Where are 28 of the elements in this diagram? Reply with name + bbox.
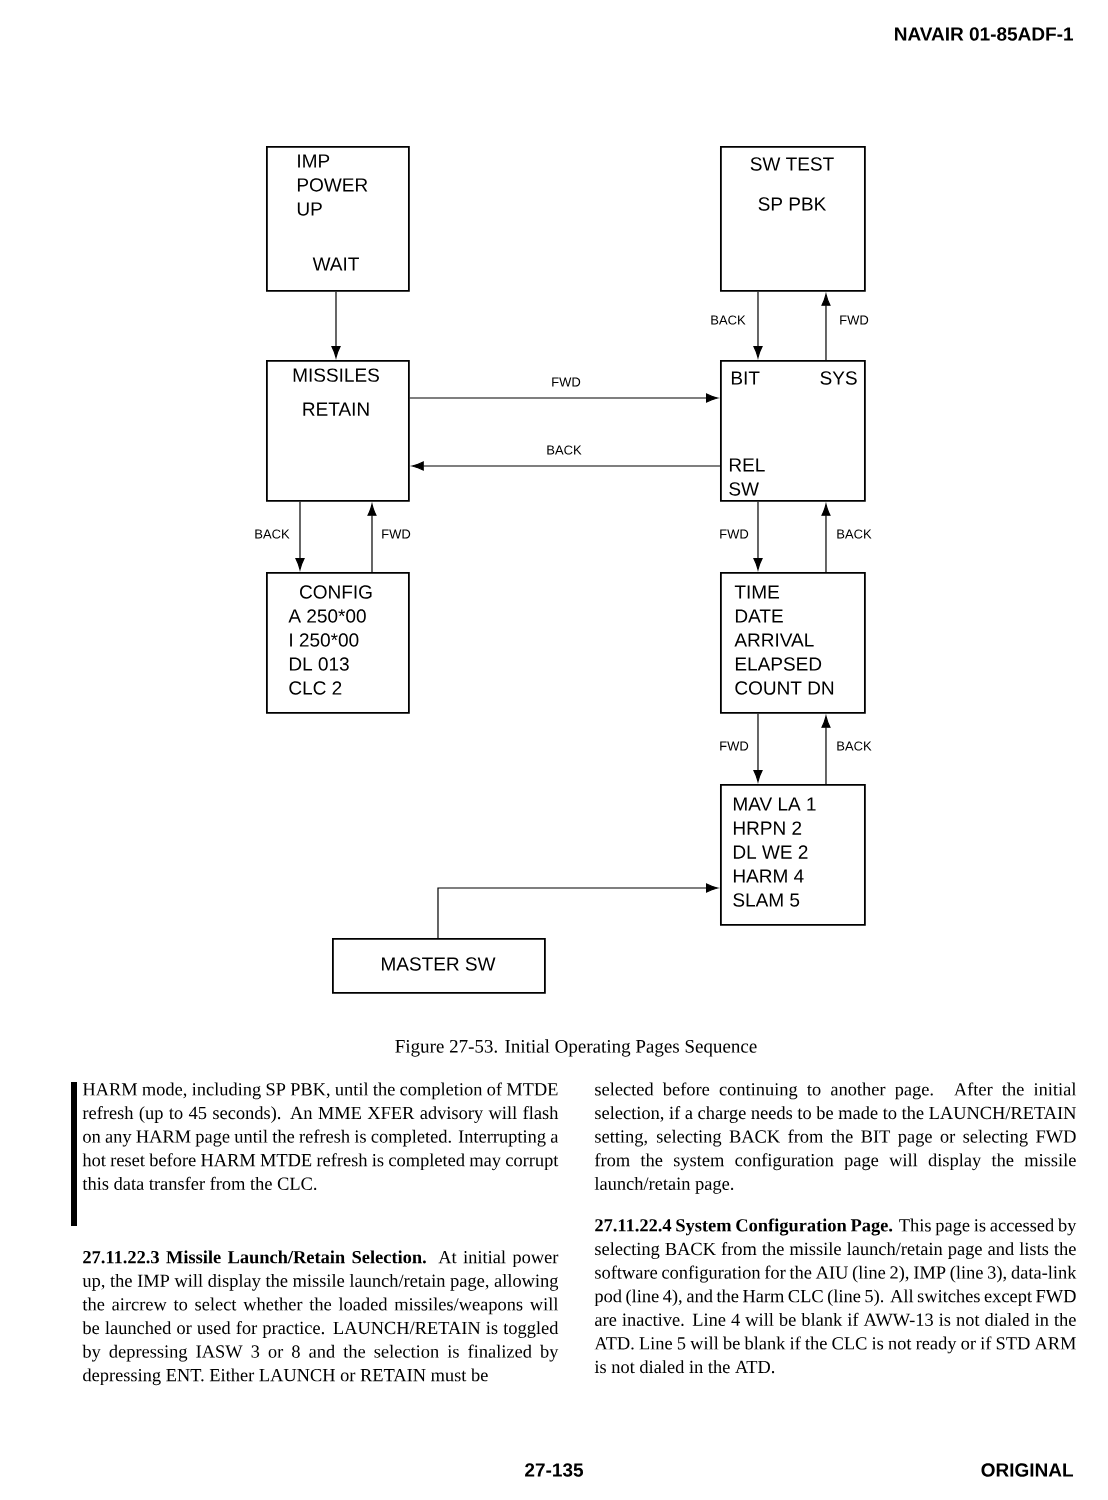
page-box: TIME DATE ARRIVAL ELAPSED COUNT DN	[720, 572, 866, 714]
page-box: CONFIG A 250*00 I 250*00 DL 013 CLC 2	[266, 572, 410, 714]
arrow	[295, 501, 305, 571]
page-box: MASTER SW	[332, 938, 546, 994]
arrow	[409, 393, 718, 403]
page-box: SW TEST SP PBK	[720, 146, 866, 292]
body-paragraph: 27.11.22.3 Missile Launch/Retain Selection. At initial power up, the IMP will display the missile launch/retain page, allowing the aircrew to select whether the loaded missiles/weapons will be launched or used for practice. LAUNCH/RETAIN is toggled by depressing IASW 3 or 8 and the selection is finalized by depressing ENT. Either LAUNCH or RETAIN must be	[82, 1250, 559, 1386]
body-paragraph: HARM mode, including SP PBK, until the completion of MTDE refresh (up to 45 seconds). An MME XFER advisory will flash on any HARM page until the refresh is completed. Interrupting a hot reset before HARM MTDE refresh is completed may corrupt this data transfer from the CLC.	[82, 1082, 559, 1190]
page-box: BIT SYS REL SW	[720, 360, 866, 502]
body-paragraph: 27.11.22.4 System Configuration Page. This page is accessed by selecting BACK from the missile launch/retain page and lists the software configuration for the AIU (line 2), IMP (line 3), data-link pod (line 4), and the Harm CLC (line 5). All switches except FWD are inactive. Line 4 will be blank if AWW-13 is not dialed in the ATD. Line 5 will be blank if the CLC is not ready or if STD ARM is not dialed in the ATD.	[594, 1218, 1077, 1374]
page-box: MISSILES RETAIN	[266, 360, 410, 502]
page-footer: 27-135	[525, 1463, 584, 1477]
arrow	[753, 501, 763, 571]
arrow	[753, 291, 763, 359]
page-footer: ORIGINAL	[981, 1463, 1073, 1477]
arrow	[331, 291, 341, 359]
document-number: NAVAIR 01-85ADF-1	[895, 27, 1073, 41]
page-box: MAV LA 1 HRPN 2 DL WE 2 HARM 4 SLAM 5	[720, 784, 866, 926]
arrow	[821, 503, 831, 573]
arrow	[821, 715, 831, 785]
arrow	[753, 713, 763, 782]
page-box: IMP POWER UP WAIT	[266, 146, 410, 292]
arrow	[367, 503, 377, 573]
arrow	[437, 883, 718, 939]
arrow	[411, 461, 721, 471]
body-paragraph: selected before continuing to another page. After the initial selection, if a charge needs to be made to the LAUNCH/RETAIN setting, selecting BACK from the BIT page or selecting FWD from the system configuration page will display the missile launch/retain page.	[594, 1082, 1077, 1194]
arrow	[821, 293, 831, 361]
figure-caption: Figure 27-53. Initial Operating Pages Sequence	[395, 1039, 757, 1057]
